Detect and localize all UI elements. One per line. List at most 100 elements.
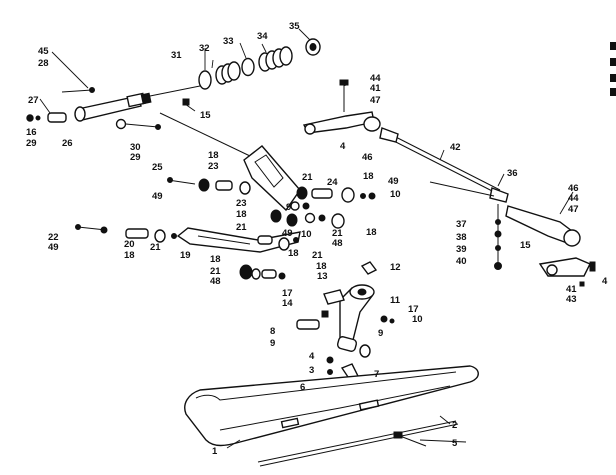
callout-15-b: 15 — [520, 240, 531, 251]
ski-spindle — [296, 261, 395, 391]
callout-16: 16 — [26, 127, 37, 138]
callout-8: 8 — [270, 326, 275, 337]
callout-45: 45 — [38, 46, 49, 57]
callout-18-c: 18 — [363, 171, 374, 182]
bolt-set-lower-arm — [75, 224, 299, 251]
callout-18-b: 18 — [236, 209, 247, 220]
callout-6: 6 — [300, 382, 305, 393]
callout-26: 26 — [62, 138, 73, 149]
callout-39: 39 — [456, 244, 467, 255]
callout-18-g: 18 — [316, 261, 327, 272]
callout-40: 40 — [456, 256, 467, 267]
callout-44: 44 — [370, 73, 381, 84]
callout-21-c: 21 — [302, 172, 313, 183]
callout-23: 23 — [208, 161, 219, 172]
callout-18-f: 18 — [288, 248, 299, 259]
callout-20: 20 — [124, 239, 135, 250]
bolt-set-middle — [286, 212, 345, 229]
callout-10-b: 10 — [390, 189, 401, 200]
callout-18-d: 18 — [366, 227, 377, 238]
lower-arm-plate — [176, 227, 301, 253]
callout-labels: 1 2 3 4 4 4 5 6 7 8 9 9 9 10 10 10 11 12… — [26, 21, 608, 457]
callout-19: 19 — [180, 250, 191, 261]
callout-18-e: 18 — [124, 250, 135, 261]
callout-17: 17 — [282, 288, 293, 299]
callout-21: 21 — [150, 242, 161, 253]
callout-25: 25 — [152, 162, 163, 173]
edge-mark — [610, 42, 616, 50]
callout-2: 2 — [452, 420, 457, 431]
callout-11: 11 — [390, 295, 401, 306]
callout-7: 7 — [374, 369, 379, 380]
callout-41-b: 41 — [566, 284, 577, 295]
callout-10-c: 10 — [301, 229, 312, 240]
leader-lines — [39, 28, 574, 449]
steering-tie-rod — [379, 127, 509, 203]
coil-spring-lower — [215, 61, 241, 85]
callout-38: 38 — [456, 232, 467, 243]
callout-29: 29 — [26, 138, 37, 149]
callout-9-c: 9 — [286, 202, 291, 213]
callout-34: 34 — [257, 31, 268, 42]
callout-21-e: 21 — [210, 266, 221, 277]
callout-23-b: 23 — [236, 198, 247, 209]
callout-47: 47 — [370, 95, 381, 106]
shock-absorber — [26, 85, 201, 130]
callout-3: 3 — [309, 365, 314, 376]
callout-4-b: 4 — [340, 141, 346, 152]
callout-21-b: 21 — [236, 222, 247, 233]
bolt-set-upper — [167, 177, 310, 223]
callout-46-b: 46 — [568, 183, 579, 194]
callout-4: 4 — [309, 351, 315, 362]
callout-17-b: 17 — [408, 304, 419, 315]
callout-9: 9 — [270, 338, 275, 349]
callout-37: 37 — [456, 219, 467, 230]
callout-4-c: 4 — [602, 276, 608, 287]
callout-5: 5 — [452, 438, 458, 449]
edge-mark — [610, 58, 616, 66]
callout-29-b: 29 — [130, 152, 141, 163]
callout-48: 48 — [332, 238, 343, 249]
callout-31: 31 — [171, 50, 182, 61]
steering-arm-right — [429, 181, 596, 287]
callout-49-c: 49 — [48, 242, 59, 253]
shock-bushing — [47, 112, 67, 123]
upper-arm-plate — [243, 145, 301, 212]
callout-21-f: 21 — [312, 250, 323, 261]
edge-mark — [610, 88, 616, 96]
callout-27: 27 — [28, 95, 39, 106]
callout-48-b: 48 — [210, 276, 221, 287]
callout-44-b: 44 — [568, 193, 579, 204]
callout-49-d: 49 — [282, 228, 293, 239]
callout-49: 49 — [152, 191, 163, 202]
callout-43: 43 — [566, 294, 577, 305]
callout-22: 22 — [48, 232, 59, 243]
spring-seat-part — [198, 70, 212, 90]
bolt-set-right — [296, 186, 376, 203]
callout-14: 14 — [282, 298, 293, 309]
spindle-cap — [360, 261, 378, 275]
callout-9-b: 9 — [378, 328, 383, 339]
callout-21-d: 21 — [332, 228, 343, 239]
callout-28: 28 — [38, 58, 49, 69]
spring-retainer-part — [241, 57, 255, 77]
steering-arm-upper — [302, 79, 381, 135]
callout-30: 30 — [130, 142, 141, 153]
coil-spring-upper — [258, 46, 293, 72]
callout-33: 33 — [223, 36, 234, 47]
callout-49-b: 49 — [388, 176, 399, 187]
callout-36: 36 — [507, 168, 518, 179]
callout-12: 12 — [390, 262, 401, 273]
callout-24: 24 — [327, 177, 338, 188]
spring-stack — [198, 38, 321, 90]
callout-13: 13 — [317, 271, 328, 282]
ski-body — [184, 365, 479, 447]
callout-41: 41 — [370, 83, 381, 94]
callout-18: 18 — [208, 150, 219, 161]
bolt-set-lower — [239, 264, 286, 280]
callout-15: 15 — [200, 110, 211, 121]
callout-10: 10 — [412, 314, 423, 325]
callout-1: 1 — [212, 446, 218, 457]
lower-radius-arm — [176, 227, 301, 253]
